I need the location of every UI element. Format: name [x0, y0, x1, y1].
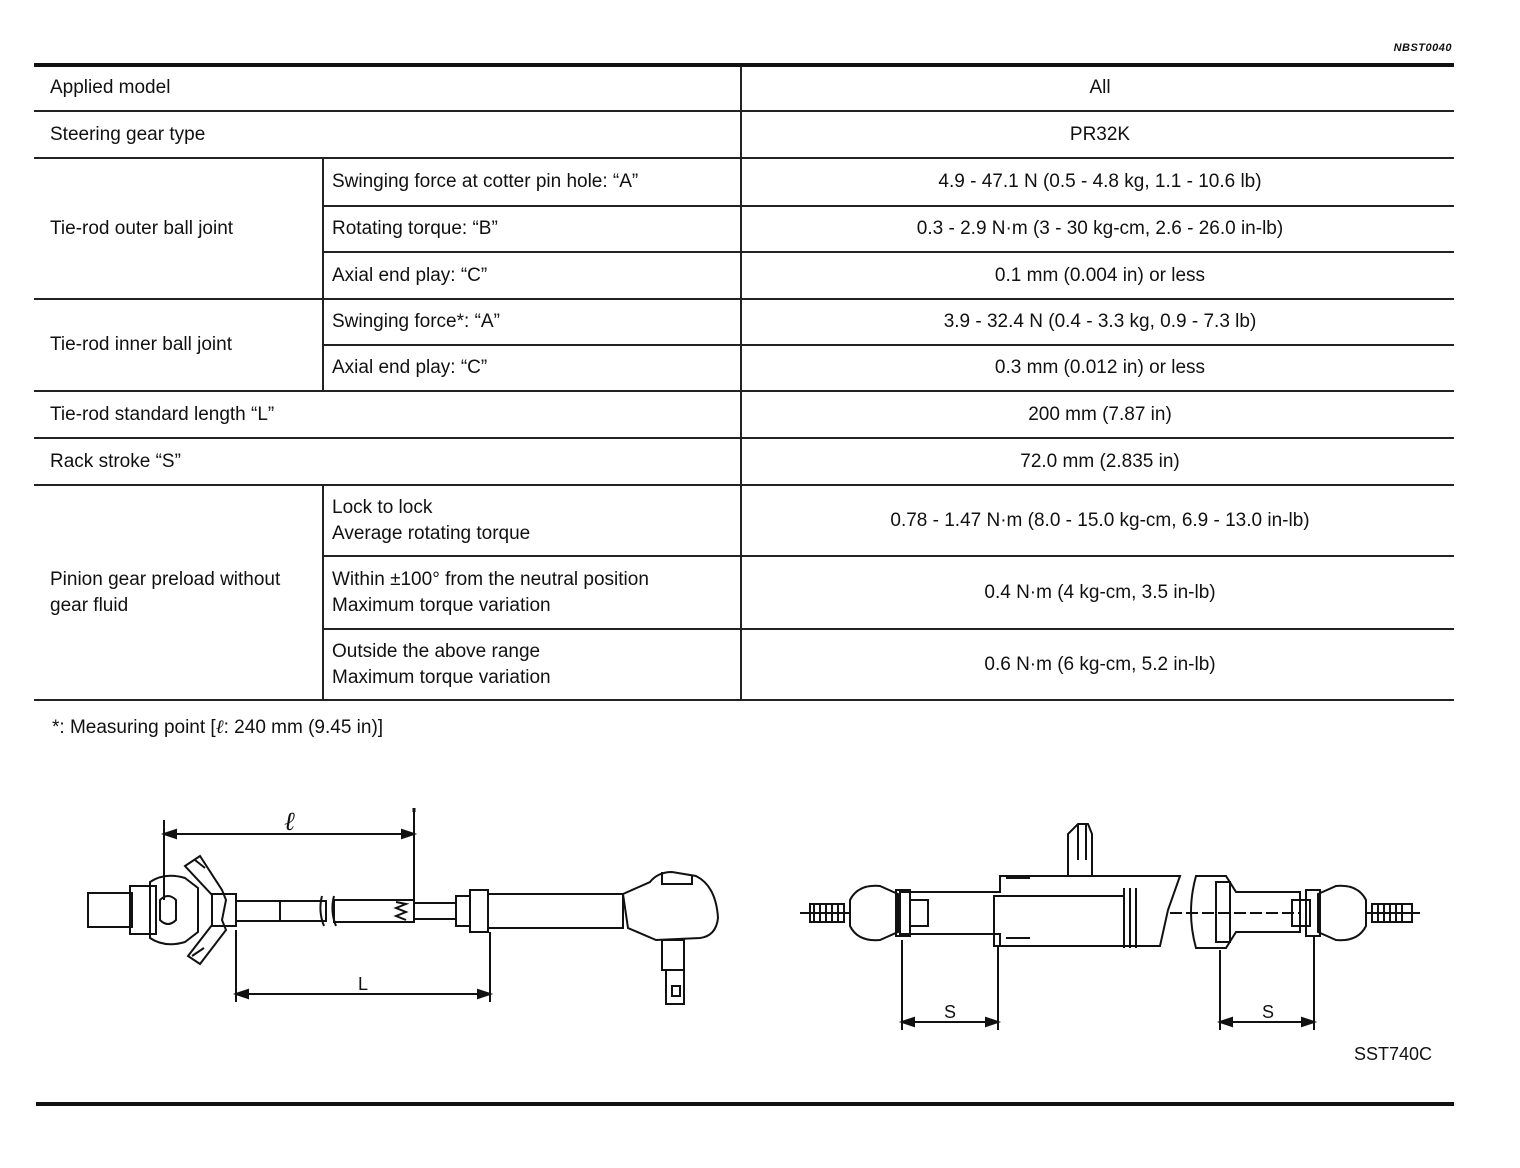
table-row: Rotating torque: “B” 0.3 - 2.9 N·m (3 - … — [34, 206, 1454, 253]
pinion-label: Pinion gear preload without gear fluid — [34, 485, 324, 701]
pinion-item-line: Outside the above range — [332, 640, 541, 662]
outer-joint-item: Swinging force at cotter pin hole: “A” — [323, 158, 742, 207]
table-row: Tie-rod standard length “L” 200 mm (7.87… — [34, 391, 1454, 439]
top-rule — [34, 63, 1454, 67]
outer-joint-value: 4.9 - 47.1 N (0.5 - 4.8 kg, 1.1 - 10.6 l… — [741, 158, 1454, 207]
rack-stroke-value: 72.0 mm (2.835 in) — [741, 438, 1454, 486]
pinion-label-line: Pinion gear preload without — [50, 568, 281, 590]
label-S-right: S — [1262, 1002, 1274, 1022]
outer-joint-item: Rotating torque: “B” — [323, 206, 742, 253]
pinion-value: 0.78 - 1.47 N·m (8.0 - 15.0 kg-cm, 6.9 -… — [741, 485, 1454, 557]
note-prefix: *: Measuring point [ — [52, 717, 216, 738]
bottom-rule — [36, 1102, 1454, 1106]
tie-rod-drawing — [87, 808, 720, 1005]
pinion-item-line: Maximum torque variation — [332, 594, 551, 616]
specification-table: Applied model All Steering gear type PR3… — [34, 66, 1454, 701]
pinion-item-line: Average rotating torque — [332, 522, 531, 544]
pinion-item: Within ±100° from the neutral position M… — [323, 556, 742, 630]
outer-joint-label: Tie-rod outer ball joint — [34, 158, 324, 300]
label-script-l: ℓ — [284, 807, 295, 837]
std-length-value: 200 mm (7.87 in) — [741, 391, 1454, 439]
inner-joint-item: Axial end play: “C” — [323, 345, 742, 392]
table-row: Pinion gear preload without gear fluid L… — [34, 485, 1454, 701]
table-row: Rack stroke “S” 72.0 mm (2.835 in) — [34, 438, 1454, 486]
table-row: Tie-rod outer ball joint Swinging force … — [34, 158, 1454, 300]
table-row: Axial end play: “C” 0.1 mm (0.004 in) or… — [34, 252, 1454, 300]
gear-type-value: PR32K — [741, 111, 1454, 159]
pinion-value: 0.4 N·m (4 kg-cm, 3.5 in-lb) — [741, 556, 1454, 630]
applied-model-label: Applied model — [34, 66, 742, 112]
outer-joint-value: 0.3 - 2.9 N·m (3 - 30 kg-cm, 2.6 - 26.0 … — [741, 206, 1454, 253]
pinion-item-line: Within ±100° from the neutral position — [332, 568, 649, 590]
note-suffix: : 240 mm (9.45 in)] — [223, 717, 384, 738]
pinion-value: 0.6 N·m (6 kg-cm, 5.2 in-lb) — [741, 629, 1454, 701]
applied-model-value: All — [741, 66, 1454, 112]
pinion-item-line: Lock to lock — [332, 496, 433, 518]
pinion-item: Lock to lock Average rotating torque — [323, 485, 742, 557]
table-row: Tie-rod inner ball joint Swinging force*… — [34, 299, 1454, 392]
rack-drawing — [800, 823, 1420, 1030]
figure-code: SST740C — [1354, 1044, 1433, 1064]
std-length-label: Tie-rod standard length “L” — [34, 391, 742, 439]
rack-stroke-label: Rack stroke “S” — [34, 438, 742, 486]
table-row: Within ±100° from the neutral position M… — [34, 556, 1454, 630]
pinion-label-line: gear fluid — [50, 594, 129, 616]
inner-joint-value: 0.3 mm (0.012 in) or less — [741, 345, 1454, 392]
inner-joint-label: Tie-rod inner ball joint — [34, 299, 324, 392]
label-S-left: S — [944, 1002, 956, 1022]
label-L: L — [358, 974, 368, 994]
outer-joint-value: 0.1 mm (0.004 in) or less — [741, 252, 1454, 300]
measuring-point-note: *: Measuring point [ℓ: 240 mm (9.45 in)] — [52, 716, 383, 739]
table-row: Outside the above range Maximum torque v… — [34, 629, 1454, 701]
inner-joint-item: Swinging force*: “A” — [323, 299, 742, 346]
table-row: Axial end play: “C” 0.3 mm (0.012 in) or… — [34, 345, 1454, 392]
table-row: Steering gear type PR32K — [34, 111, 1454, 159]
table-row: Applied model All — [34, 66, 1454, 112]
outer-joint-item: Axial end play: “C” — [323, 252, 742, 300]
tie-rod-and-rack-illustration: ℓ L — [87, 807, 1420, 1030]
gear-type-label: Steering gear type — [34, 111, 742, 159]
note-symbol: ℓ — [215, 716, 224, 738]
pinion-item-line: Maximum torque variation — [332, 666, 551, 688]
pinion-item: Outside the above range Maximum torque v… — [323, 629, 742, 701]
document-code: NBST0040 — [1393, 42, 1452, 54]
inner-joint-value: 3.9 - 32.4 N (0.4 - 3.3 kg, 0.9 - 7.3 lb… — [741, 299, 1454, 346]
